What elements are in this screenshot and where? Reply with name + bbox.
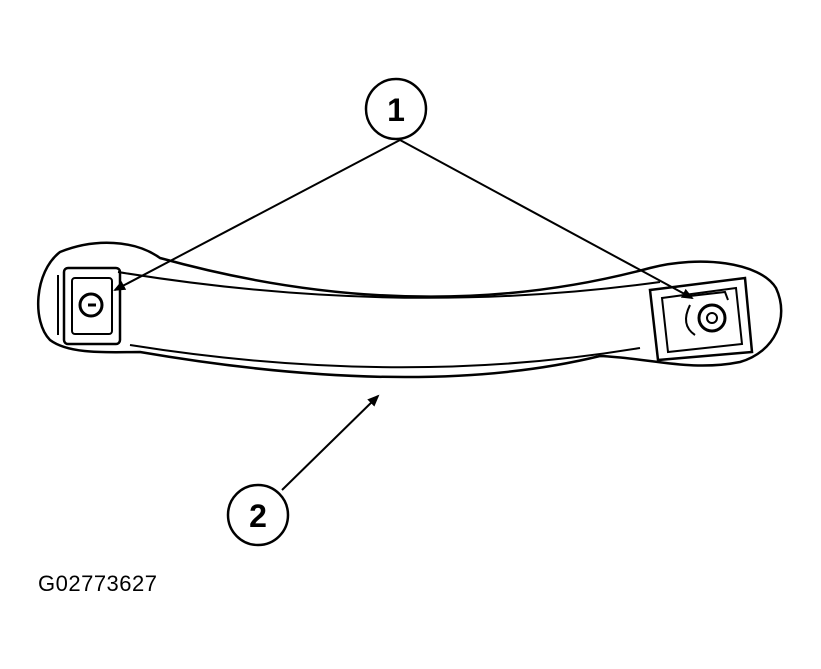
handle-bottom-edge — [129, 344, 641, 369]
callout-2-number: 2 — [249, 498, 267, 534]
callout-1-leaders — [113, 139, 694, 299]
right-screw-icon — [697, 303, 727, 333]
callout-2: 2 — [226, 483, 290, 547]
left-screw-icon — [78, 292, 104, 318]
handle-outline — [36, 241, 783, 379]
callout-1: 1 — [364, 77, 428, 141]
assist-handle — [36, 241, 783, 379]
callout-1-number: 1 — [387, 92, 405, 128]
left-screw-cover — [57, 266, 122, 346]
figure-code: G02773627 — [38, 571, 158, 596]
handle-top-edge — [117, 271, 661, 299]
callout-2-leader — [281, 394, 380, 491]
right-screw-cover — [648, 276, 754, 362]
